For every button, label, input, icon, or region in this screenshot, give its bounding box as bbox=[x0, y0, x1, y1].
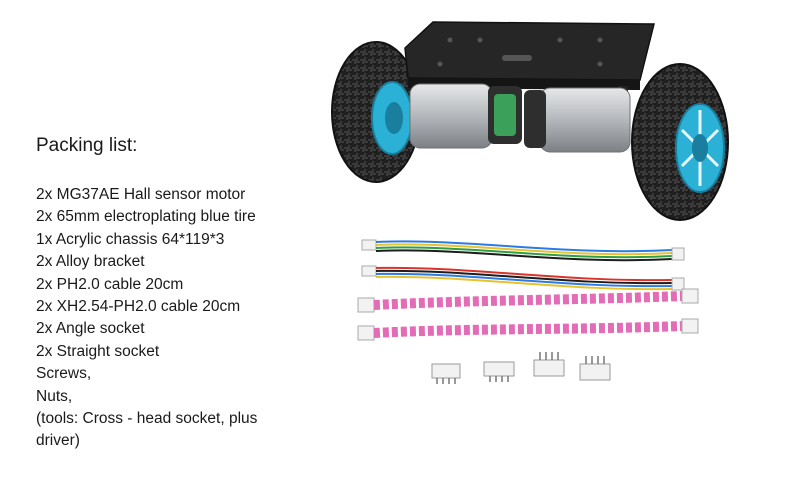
right-motor bbox=[524, 87, 631, 153]
cable-ph20-1 bbox=[361, 239, 685, 262]
robot-car bbox=[331, 21, 729, 221]
packing-list-item: 2x Straight socket bbox=[36, 342, 160, 360]
packing-list-item: 2x MG37AE Hall sensor motor bbox=[36, 186, 246, 203]
ph20-cables bbox=[361, 239, 685, 291]
right-wheel bbox=[631, 63, 729, 221]
packing-list-item: 2x 65mm electroplating blue tire bbox=[36, 208, 256, 226]
angle-socket bbox=[483, 361, 515, 382]
packing-list-item: 2x PH2.0 cable 20cm bbox=[36, 275, 184, 293]
product-photo bbox=[331, 21, 729, 384]
straight-socket bbox=[579, 356, 611, 381]
packing-list-item: 2x XH2.54-PH2.0 cable 20cm bbox=[36, 298, 241, 316]
packing-list-item: Nuts, bbox=[36, 387, 73, 405]
xh254-cables bbox=[357, 288, 699, 341]
chassis-plate bbox=[404, 21, 655, 81]
packing-list-item: (tools: Cross - head socket, plus driver… bbox=[36, 410, 258, 450]
angle-socket bbox=[431, 363, 461, 384]
packing-list-item: 2x Alloy bracket bbox=[36, 253, 145, 271]
straight-socket bbox=[533, 352, 565, 377]
sockets bbox=[431, 352, 611, 384]
left-motor bbox=[409, 83, 522, 149]
packing-list: Packing list: 2x MG37AE Hall sensor moto… bbox=[36, 134, 336, 453]
packing-list-item: Screws, bbox=[36, 365, 92, 383]
cable-xh254-2 bbox=[357, 318, 699, 341]
packing-list-item: 2x Angle socket bbox=[36, 320, 145, 338]
cable-ph20-2 bbox=[361, 265, 685, 291]
packing-list-title: Packing list: bbox=[36, 135, 138, 156]
cable-xh254-1 bbox=[357, 288, 699, 313]
packing-list-items: 2x MG37AE Hall sensor motor 2x 65mm elec… bbox=[36, 184, 336, 453]
packing-list-item: 1x Acrylic chassis 64*119*3 bbox=[36, 230, 225, 248]
